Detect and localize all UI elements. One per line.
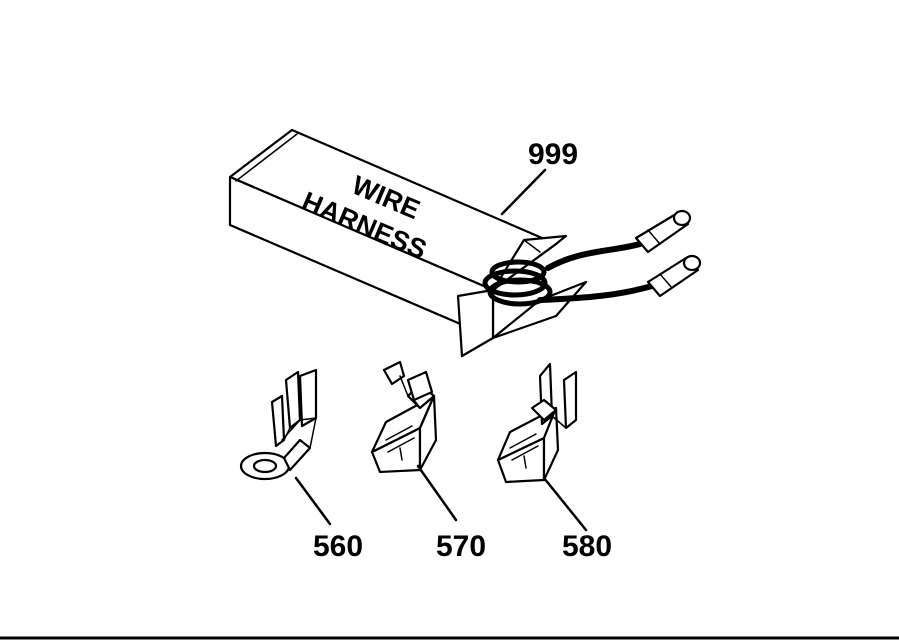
box-open-flap-left xyxy=(456,288,495,358)
callout-560-label: 560 xyxy=(313,530,363,563)
callout-570: 570 xyxy=(416,464,486,563)
female-terminal-580 xyxy=(496,362,578,484)
wire-lead-upper xyxy=(545,241,643,271)
callout-580-label: 580 xyxy=(562,530,612,563)
callout-560: 560 xyxy=(294,476,363,563)
callout-999: 999 xyxy=(500,138,578,216)
female-terminal-570 xyxy=(370,360,438,474)
wire-harness-box: WIRE HARNESS xyxy=(228,128,702,358)
wire-terminal-lower xyxy=(646,254,702,298)
callout-580: 580 xyxy=(542,476,612,563)
wire-terminal-upper xyxy=(634,209,692,254)
ring-terminal xyxy=(239,368,318,481)
callout-999-label: 999 xyxy=(528,138,578,171)
callout-570-label: 570 xyxy=(436,530,486,563)
coiled-wires xyxy=(482,259,553,307)
wire-lead-lower xyxy=(537,283,655,303)
